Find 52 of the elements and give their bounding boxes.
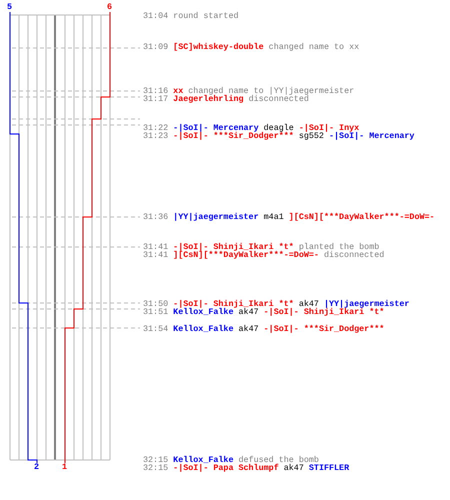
player-name: ][CsN][***DayWalker***-=DoW=- [288,212,435,222]
timestamp: 31:41 [143,242,168,252]
weapon-name: ak47 [238,307,259,317]
player-name: |YY|jaegermeister [173,212,259,222]
timestamp: 31:22 [143,123,168,133]
event-text: planted the bomb [298,242,380,252]
event-text: disconnected [248,94,309,104]
player-name: |YY|jaegermeister [324,299,410,309]
player-count-label: 5 [7,2,12,12]
player-count-label: 2 [34,462,40,472]
timestamp: 31:23 [143,131,168,141]
weapon-name: ak47 [238,324,259,334]
timestamp: 31:50 [143,299,168,309]
player-name: ][CsN][***DayWalker***-=DoW=- [173,250,319,260]
timestamp: 32:15 [143,463,168,473]
player-name: -|SoI|- Mercenary [173,123,259,133]
player-name: Kellox_Falke [173,324,234,334]
player-name: -|SoI|- Shinji_Ikari *t* [173,242,294,252]
player-name: -|SoI|- Shinji_Ikari *t* [264,307,384,317]
timestamp: 31:51 [143,307,168,317]
weapon-name: m4a1 [264,212,284,222]
player-name: [SC]whiskey-double [173,42,264,52]
event-text: disconnected [324,250,384,260]
player-name: -|SoI|- Inyx [298,123,360,133]
player-name: -|SoI|- Mercenary [329,131,414,141]
weapon-name: ak47 [284,463,304,473]
player-name: -|SoI|- ***Sir_Dodger*** [264,324,384,334]
weapon-name: deagle [264,123,294,133]
event-text: changed name to xx [268,42,360,52]
player-count-label: 6 [107,2,112,12]
event-text: round started [173,11,239,21]
event-text: defused the bomb [238,455,319,465]
timestamp: 31:17 [143,94,168,104]
player-name: xx [173,86,184,96]
timestamp: 31:09 [143,42,168,52]
weapon-name: sg552 [298,131,324,141]
weapon-name: ak47 [298,299,319,309]
player-name: -|SoI|- Papa Schlumpf [173,463,279,473]
player-name: Kellox_Falke [173,307,234,317]
timestamp: 31:41 [143,250,168,260]
player-name: STIFFLER [308,463,350,473]
timestamp: 31:54 [143,324,168,334]
timestamp: 32:15 [143,455,168,465]
timestamp: 31:04 [143,11,168,21]
player-name: Jaegerlehrling [173,94,244,104]
player-name: Kellox_Falke [173,455,234,465]
player-name: -|SoI|- ***Sir_Dodger*** [173,131,294,141]
player-count-label: 1 [62,462,68,472]
timestamp: 31:36 [143,212,168,222]
event-text: changed name to |YY|jaegermeister [188,86,354,96]
timestamp: 31:16 [143,86,168,96]
player-name: -|SoI|- Shinji_Ikari *t* [173,299,294,309]
